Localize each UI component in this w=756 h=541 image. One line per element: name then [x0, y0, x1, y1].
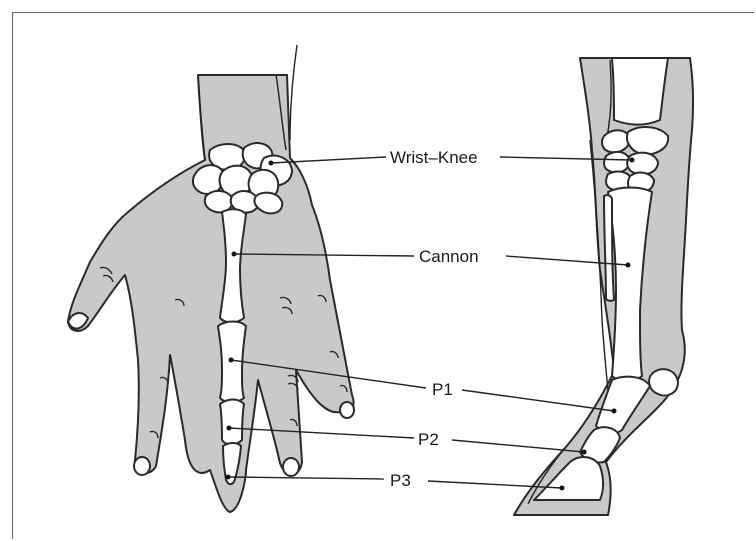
horse-radius	[612, 58, 668, 125]
labels: Wrist–Knee Cannon P1 P2 P3	[384, 146, 506, 491]
leader-p1-right	[462, 390, 614, 411]
label-cannon: Cannon	[419, 247, 479, 266]
horse-sesamoid	[649, 369, 678, 395]
leader-p2-left	[229, 428, 414, 438]
horse-splint	[604, 195, 614, 301]
leader-p3-left	[228, 477, 384, 479]
horse-leg	[514, 58, 693, 515]
index-nail	[134, 457, 150, 475]
pinky-nail	[340, 402, 354, 418]
leader-p2-right	[452, 440, 584, 452]
label-wrist-knee: Wrist–Knee	[390, 148, 478, 167]
human-hand	[68, 45, 354, 512]
ring-nail	[283, 458, 299, 476]
label-p1: P1	[432, 380, 453, 399]
label-p3: P3	[390, 471, 411, 490]
human-p2	[220, 400, 244, 445]
hand-skin	[68, 75, 354, 512]
forearm-edge-right	[290, 45, 297, 140]
label-p2: P2	[418, 430, 439, 449]
